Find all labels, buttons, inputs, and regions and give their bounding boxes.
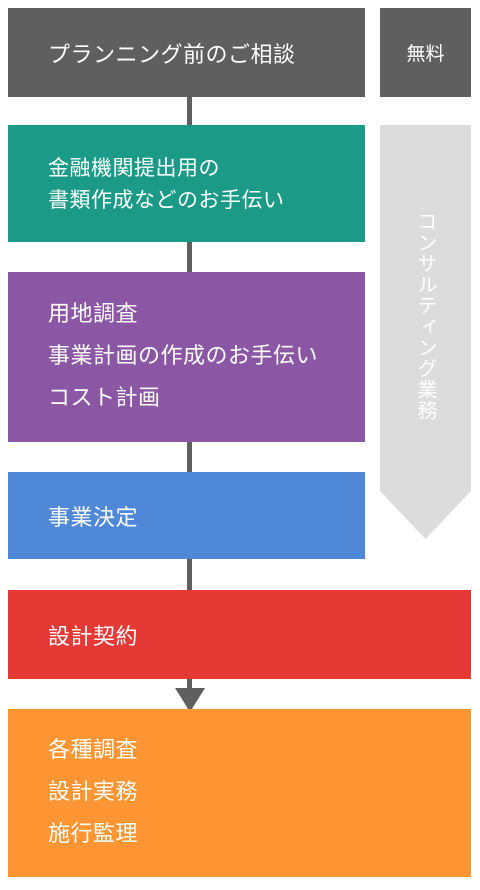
consulting-arrow-shape [380, 125, 471, 539]
connector-5-6 [187, 679, 192, 691]
step-site-survey-planning: 用地調査 事業計画の作成のお手伝い コスト計画 [8, 272, 365, 442]
step-design-contract: 設計契約 [8, 590, 471, 679]
step-line: 事業決定 [48, 505, 139, 531]
connector-1-2 [187, 97, 192, 125]
step-line: 事業計画の作成のお手伝い [48, 344, 319, 369]
step-financial-documents: 金融機関提出用の 書類作成などのお手伝い [8, 125, 365, 242]
step-design-supervision: 各種調査 設計実務 施行監理 [8, 709, 471, 877]
step-line: 用地調査 [48, 302, 139, 327]
step-line: 設計契約 [48, 624, 139, 650]
step-planning-consultation: プランニング前のご相談 [8, 8, 365, 97]
step-line: コスト計画 [48, 386, 161, 411]
consulting-label: コンサルティング業務 [414, 211, 438, 421]
step-line: プランニング前のご相談 [48, 42, 296, 68]
free-badge: 無料 [380, 8, 471, 97]
arrow-down-icon [175, 688, 205, 712]
step-line: 各種調査 [48, 738, 139, 763]
free-badge-label: 無料 [406, 43, 445, 65]
step-project-decision: 事業決定 [8, 472, 365, 559]
step-line: 施行監理 [48, 822, 139, 847]
connector-2-3 [187, 242, 192, 272]
connector-4-5 [187, 559, 192, 590]
step-line: 設計実務 [48, 780, 139, 805]
consulting-band: コンサルティング業務 [380, 125, 471, 539]
step-line: 金融機関提出用の [48, 155, 220, 180]
connector-3-4 [187, 442, 192, 472]
step-line: 書類作成などのお手伝い [48, 187, 285, 212]
